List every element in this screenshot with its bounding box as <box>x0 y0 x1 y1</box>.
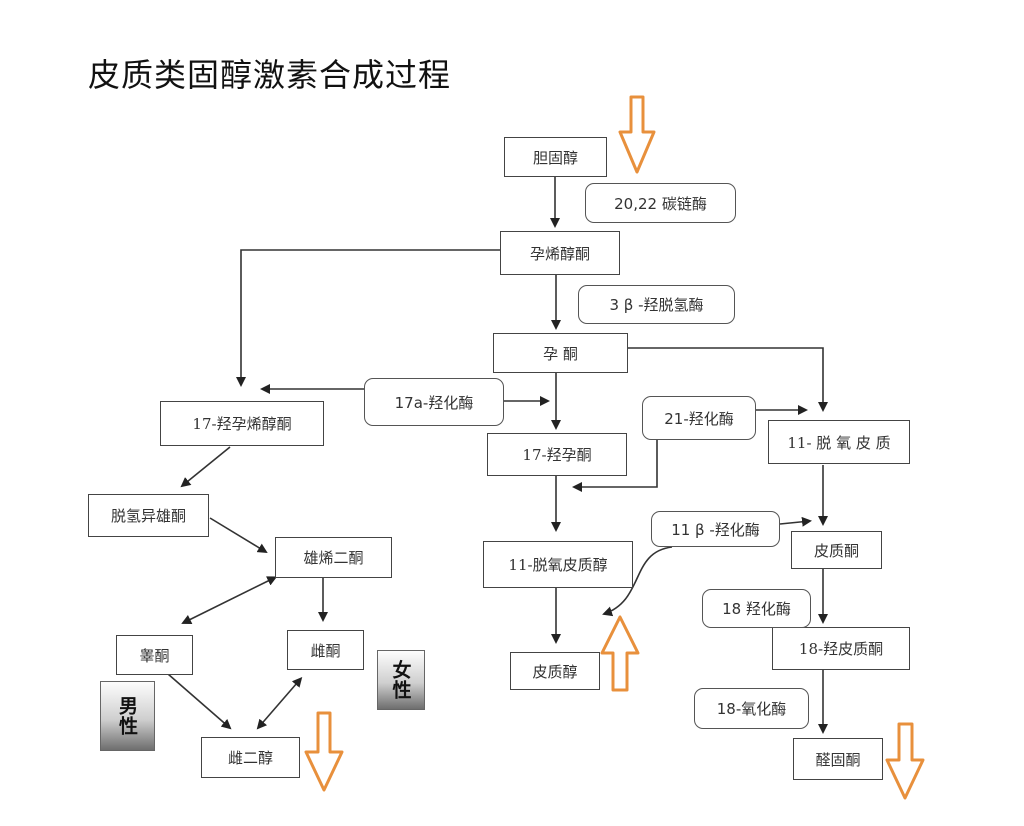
arrow-testosterone-estradiol <box>167 673 232 730</box>
node-cortisol: 皮质醇 <box>510 652 600 690</box>
node-progesterone: 孕 酮 <box>493 333 628 373</box>
enzyme-18-hydroxylase: 18 羟化酶 <box>702 589 811 628</box>
arrow-androstenedione-testosterone <box>181 576 278 624</box>
label-female: 女性 <box>377 650 425 710</box>
arrow-17ohpreg-dhea <box>180 446 231 488</box>
node-testosterone: 睾酮 <box>116 635 193 675</box>
page-title: 皮质类固醇激素合成过程 <box>88 56 452 94</box>
arrow-dhea-androstenedione <box>209 517 268 554</box>
arrow-pregnenolone-17ohpreg <box>236 249 500 387</box>
node-11-deoxycortisol: 11-脱氧皮质醇 <box>483 541 633 588</box>
enzyme-20-22-desmolase: 20,22 碳链酶 <box>585 183 736 223</box>
enzyme-18-oxidase: 18-氧化酶 <box>694 688 809 729</box>
node-estrone: 雌酮 <box>287 630 364 670</box>
label-male: 男性 <box>100 681 155 751</box>
node-17-hydroxyprogesterone: 17-羟孕酮 <box>487 433 627 476</box>
enzyme-11b-hydroxylase: 11 β -羟化酶 <box>651 511 780 547</box>
node-dhea: 脱氢异雄酮 <box>88 494 209 537</box>
node-androstenedione: 雄烯二酮 <box>275 537 392 578</box>
node-corticosterone: 皮质酮 <box>791 531 882 569</box>
enzyme-3b-hsd: 3 β -羟脱氢酶 <box>578 285 735 324</box>
enzyme-21-hydroxylase: 21-羟化酶 <box>642 396 756 440</box>
arrow-11b-curve <box>602 546 673 617</box>
node-18-hydroxycorticosterone: 18-羟皮质酮 <box>772 627 910 670</box>
node-pregnenolone: 孕烯醇酮 <box>500 231 620 275</box>
node-cholesterol: 胆固醇 <box>504 137 607 177</box>
arrow-11b-right <box>779 516 812 527</box>
node-aldosterone: 醛固酮 <box>793 738 883 780</box>
node-11-deoxycorticosterone: 11- 脱 氧 皮 质 <box>768 420 910 464</box>
arrow-progesterone-doc <box>628 347 828 412</box>
node-estradiol: 雌二醇 <box>201 737 300 778</box>
enzyme-17a-hydroxylase: 17a-羟化酶 <box>364 378 504 426</box>
hollow-arrow-down-icon <box>304 711 344 792</box>
node-17-hydroxypregnenolone: 17-羟孕烯醇酮 <box>160 401 324 446</box>
hollow-arrow-down-icon <box>885 722 925 800</box>
hollow-arrow-up-icon <box>600 615 640 692</box>
arrow-21-left <box>572 440 658 492</box>
arrow-estrone-estradiol <box>256 676 303 730</box>
hollow-arrow-down-icon <box>618 95 656 174</box>
